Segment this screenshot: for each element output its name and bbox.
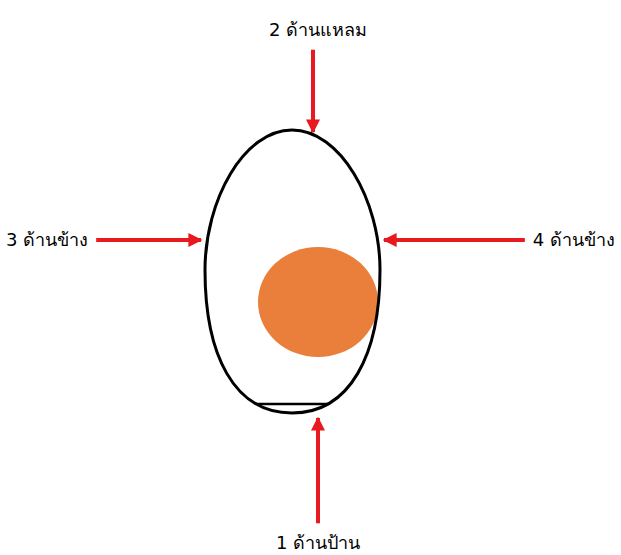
side-label: 1 ด้านป้าน: [276, 531, 360, 554]
pointer-arrow: [316, 418, 320, 523]
pointer-arrow: [96, 238, 201, 242]
side-label: 2 ด้านแหลม: [269, 18, 367, 41]
side-label: 4 ด้านข้าง: [533, 228, 615, 251]
egg-shell: [205, 130, 380, 413]
air-cell-line: [200, 403, 390, 406]
pointer-arrow: [311, 50, 315, 132]
yolk: [258, 247, 378, 357]
side-label: 3 ด้านข้าง: [6, 228, 88, 251]
pointer-arrow: [384, 238, 525, 242]
